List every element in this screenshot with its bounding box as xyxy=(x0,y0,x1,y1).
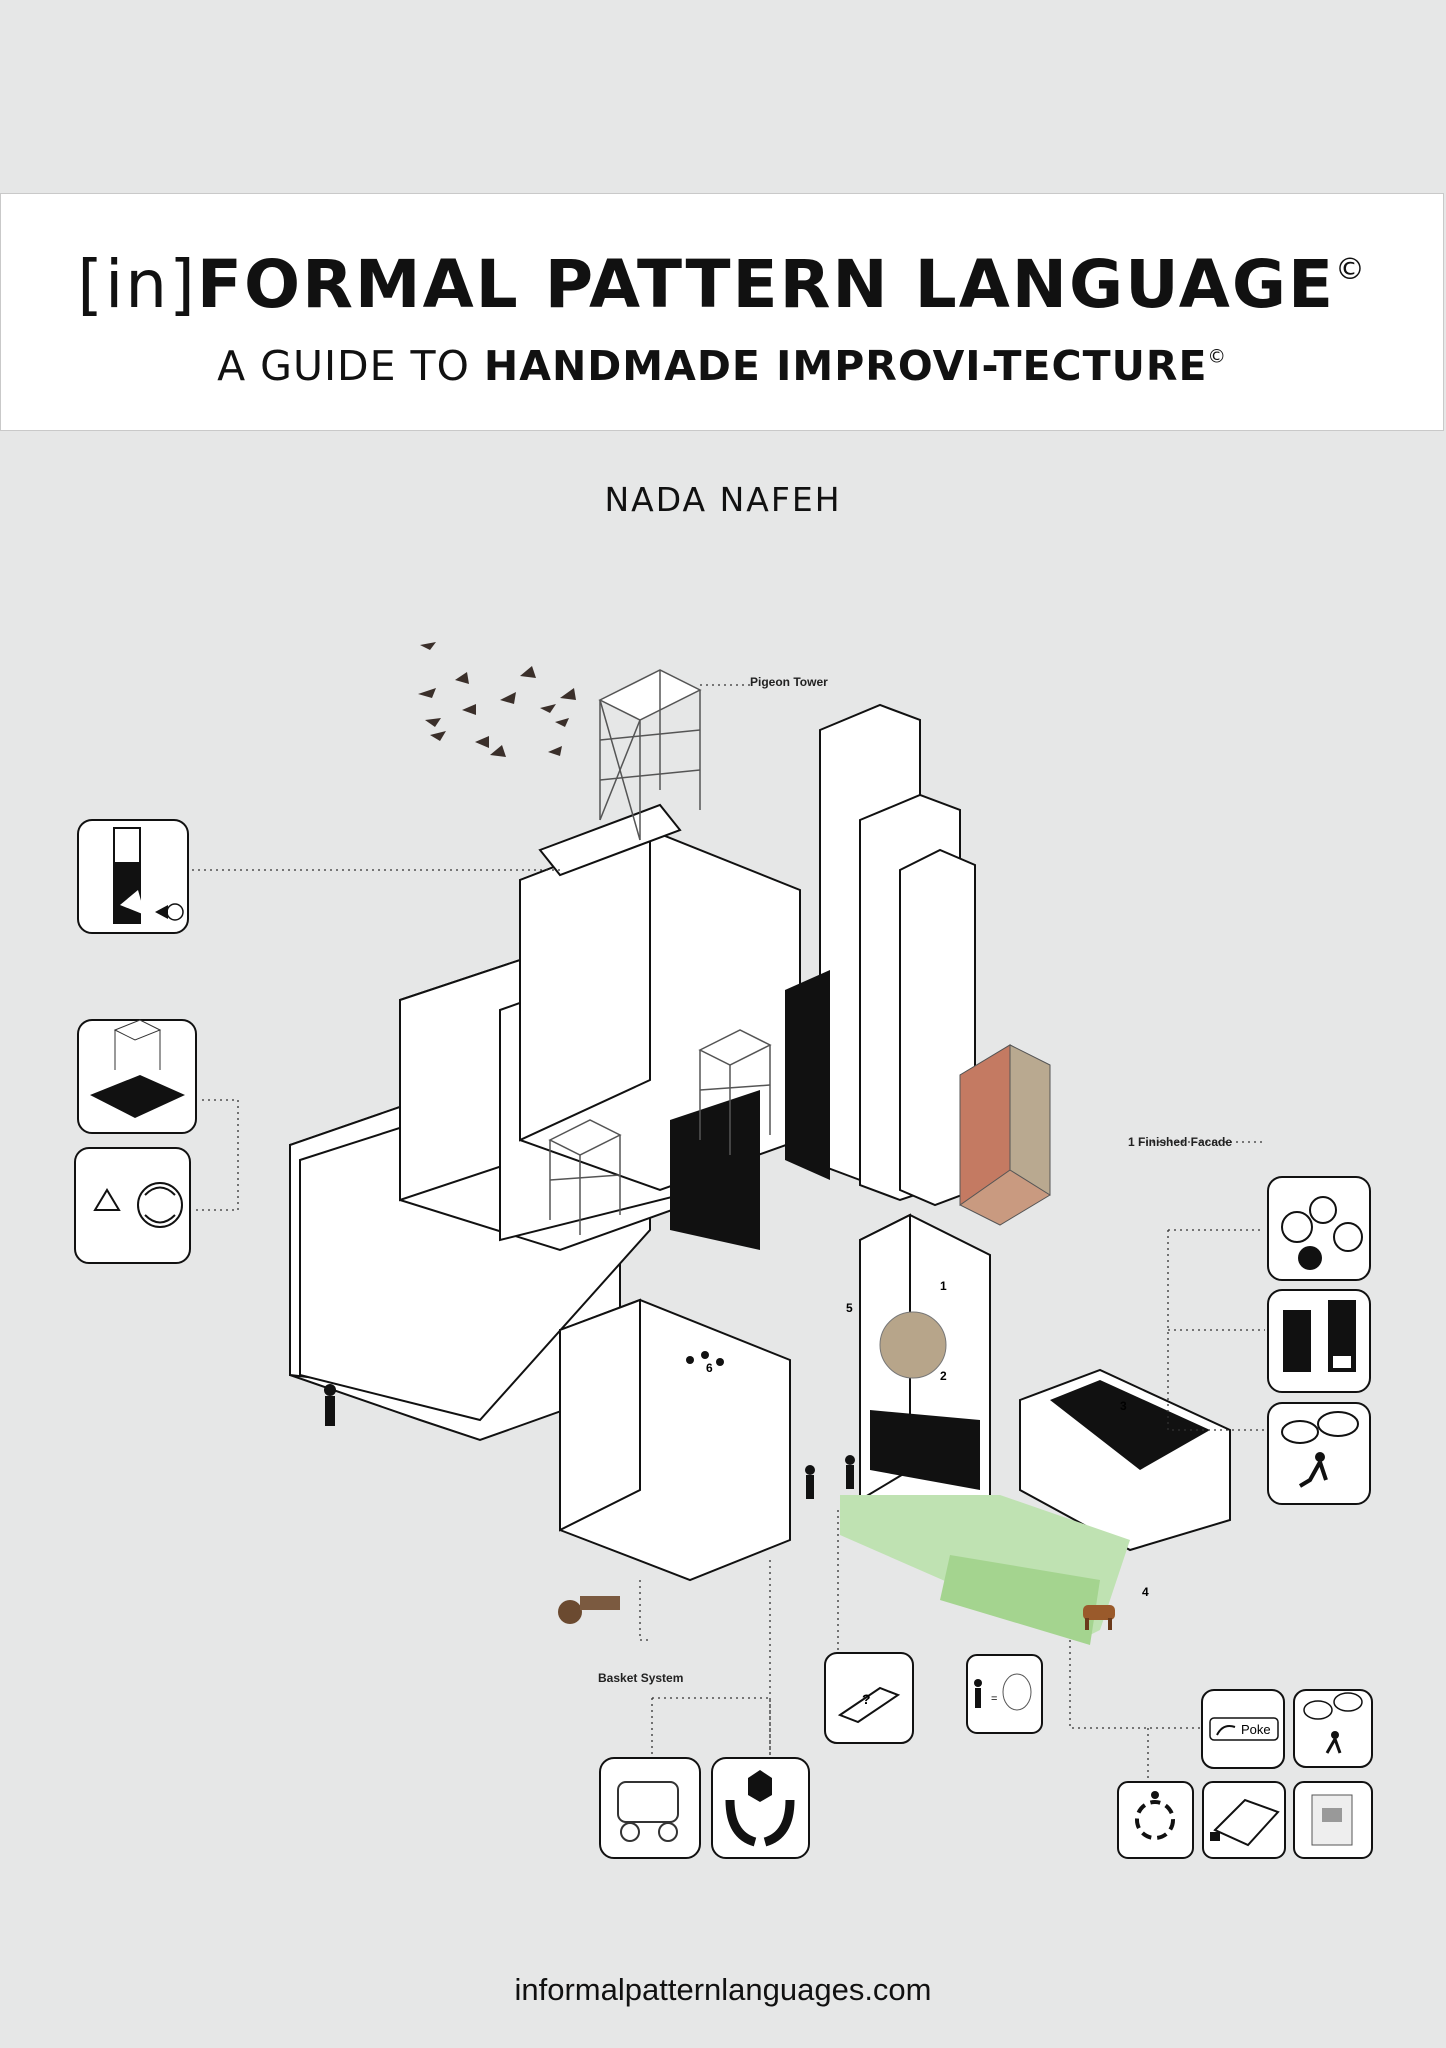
pattern-box-poke-icon: Poke xyxy=(1201,1689,1285,1769)
pattern-box-speech-small-icon xyxy=(1293,1689,1373,1768)
pattern-box-extension-icon xyxy=(77,819,189,934)
donkey-cart-icon xyxy=(558,1596,620,1624)
main-title: [in]FORMAL PATTERN LANGUAGE© xyxy=(1,246,1443,323)
label-number-2: 2 xyxy=(940,1369,947,1383)
pattern-box-recycle-icon xyxy=(74,1147,191,1264)
pattern-box-people-circle-icon xyxy=(1117,1781,1194,1859)
subtitle: A GUIDE TO HANDMADE IMPROVI-TECTURE© xyxy=(1,342,1443,390)
title-band: [in]FORMAL PATTERN LANGUAGE© A GUIDE TO … xyxy=(0,193,1444,431)
subtitle-bold: HANDMADE IMPROVI-TECTURE xyxy=(483,342,1208,390)
pattern-box-hands-icon xyxy=(711,1757,810,1859)
pattern-box-question-icon: ? xyxy=(824,1652,914,1744)
label-number-5: 5 xyxy=(846,1301,853,1315)
label-number-6: 6 xyxy=(706,1361,713,1375)
website-url: informalpatternlanguages.com xyxy=(514,1972,932,2007)
building-front-right xyxy=(559,1213,1231,1582)
title-prefix: [in] xyxy=(77,246,197,323)
label-number-3: 3 xyxy=(1120,1399,1127,1413)
label-pigeon-tower: Pigeon Tower xyxy=(750,675,828,689)
pigeon-tower xyxy=(598,669,702,841)
subtitle-plain: A GUIDE TO xyxy=(217,342,484,390)
pattern-box-circles-icon xyxy=(1267,1176,1371,1281)
title-copyright-mark: © xyxy=(1335,251,1367,287)
pigeons-icon xyxy=(418,642,576,757)
pigeon-tower-small-1 xyxy=(698,1029,772,1155)
tall-towers xyxy=(670,703,976,1250)
pigeon-tower-small-2 xyxy=(548,1119,622,1235)
subtitle-copyright-mark: © xyxy=(1207,346,1227,368)
label-finished-facade: 1 Finished Facade xyxy=(1128,1135,1232,1149)
pattern-box-rickshaw-icon xyxy=(599,1757,701,1859)
cow-icon xyxy=(1083,1605,1115,1630)
label-number-1: 1 xyxy=(940,1279,947,1293)
pattern-box-roof-tower-icon xyxy=(77,1019,197,1134)
pattern-box-speech-icon xyxy=(1267,1402,1371,1505)
green-street xyxy=(840,1495,1130,1645)
author-name: NADA NAFEH xyxy=(604,480,842,519)
poke-label: Poke xyxy=(1241,1722,1271,1737)
pattern-box-person-tree-icon: = xyxy=(966,1654,1043,1734)
building-mass-left xyxy=(289,803,801,1442)
callout-lines xyxy=(192,684,1265,1780)
people-figures-icon xyxy=(324,1351,855,1499)
pattern-box-mattress-icon xyxy=(1202,1781,1286,1859)
equals-sign: = xyxy=(991,1693,997,1705)
question-mark: ? xyxy=(862,1691,871,1707)
isometric-illustration: .ln { fill: #fff; stroke: #111; stroke-w… xyxy=(74,642,1373,1859)
finished-facade-building xyxy=(959,1044,1051,1226)
pattern-box-bars-icon xyxy=(1267,1289,1371,1393)
label-basket-system: Basket System xyxy=(598,1671,683,1685)
pattern-box-poster-icon xyxy=(1293,1781,1373,1859)
title-main: FORMAL PATTERN LANGUAGE xyxy=(196,246,1336,323)
label-number-4: 4 xyxy=(1142,1585,1149,1599)
